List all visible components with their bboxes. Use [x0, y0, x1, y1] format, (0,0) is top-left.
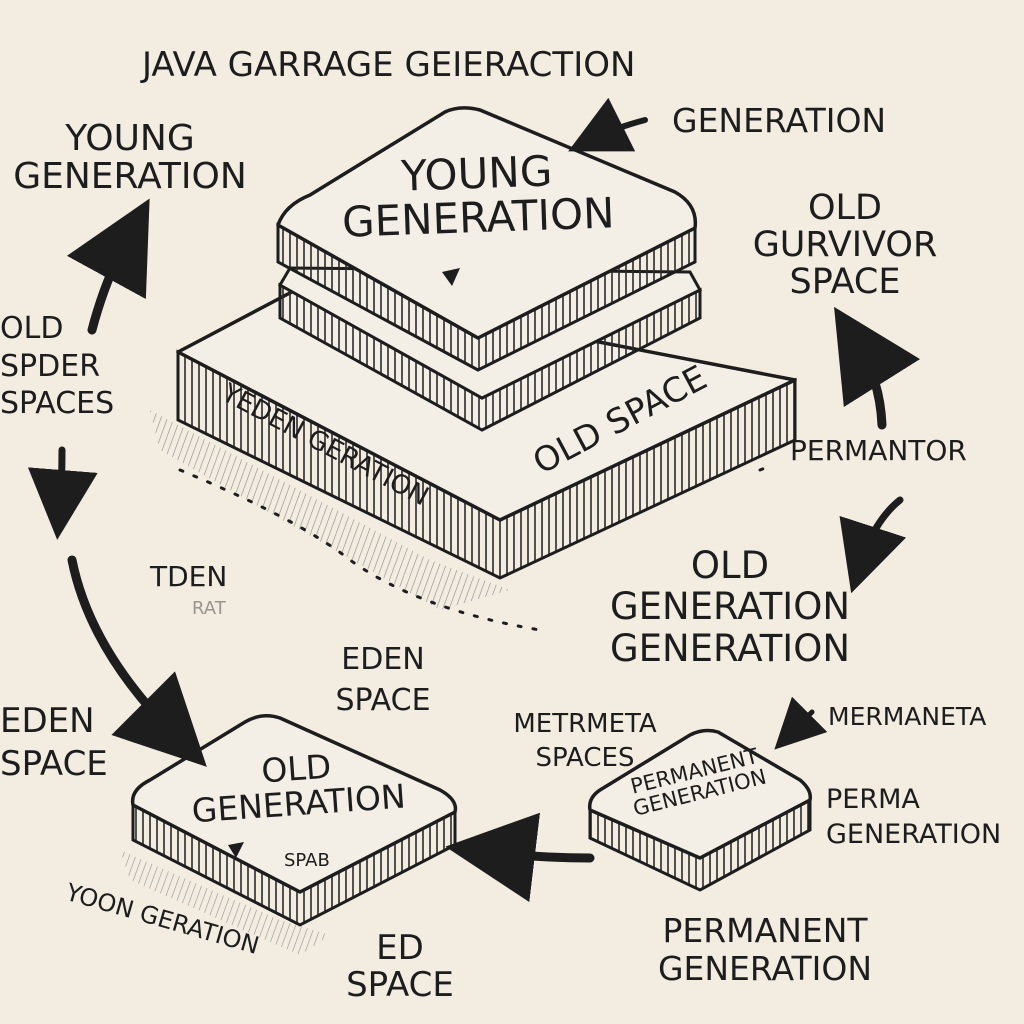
label-perma-generation: PERMA GENERATION: [826, 782, 1001, 852]
arrow-perm-to-old: [445, 812, 595, 903]
label-old-spder-line2: SPDER: [0, 348, 101, 384]
label-young-generation-left: YOUNG GENERATION: [0, 120, 260, 196]
label-metameta-line1: METRMETA: [513, 709, 657, 739]
top-slab-label-line2: GENERATION: [341, 188, 616, 247]
label-permanent-generation-bottom: PERMANENT GENERATION: [630, 912, 900, 988]
label-old-spder-line3: SPACES: [0, 386, 115, 421]
arrow-curve-right: [839, 496, 907, 594]
label-old-generation-big-line1: OLD: [690, 544, 770, 587]
label-old-survivor-space: OLD GURVIVOR SPACE: [730, 190, 960, 300]
label-old-spder-line1: OLD: [0, 311, 64, 346]
label-perma-line1: PERMA: [826, 784, 920, 815]
label-eden-space-left: EDEN SPACE: [0, 700, 108, 785]
old-gen-slab-sublabel: SPAB: [284, 850, 330, 871]
label-old-generation-big-line3: GENERATION: [609, 626, 851, 670]
label-eden-space-mid-line2: SPACE: [335, 682, 431, 718]
label-eden-space-left-line2: SPACE: [0, 743, 108, 784]
label-old-survivor-line2: GURVIVOR: [752, 224, 938, 265]
label-permanent-generation-bottom-line1: PERMANENT: [662, 911, 868, 950]
arrow-up-old-survivor: [834, 306, 921, 430]
label-eden-space-mid-line1: EDEN: [341, 642, 425, 677]
label-young-generation-left-line2: GENERATION: [13, 155, 247, 197]
label-metameta-spaces: METRMETA SPACES: [480, 708, 690, 776]
label-ed-space: ED SPACE: [330, 928, 470, 1006]
arrow-up-young-generation: [66, 198, 150, 335]
label-perma-line2: GENERATION: [826, 819, 1002, 851]
label-eden-space-left-line1: EDEN: [0, 701, 95, 741]
label-metameta-line2: SPACES: [535, 742, 635, 773]
label-permantor: PERMANTOR: [790, 434, 967, 467]
label-ed-space-line1: ED: [376, 928, 424, 968]
stack-shadow: [150, 410, 510, 610]
label-eden-space-mid: EDEN SPACE: [318, 640, 448, 721]
arrow-down-left: [27, 446, 98, 540]
diagram-title: JAVA GARRAGE GEIERACTION: [142, 45, 636, 85]
arrows: [27, 97, 921, 903]
label-old-generation-big: OLD GENERATION GENERATION: [565, 545, 895, 669]
arrow-to-perm-slab: [774, 696, 828, 750]
label-tden-faint: RAT: [192, 598, 226, 619]
old-gen-slab-mark: [228, 842, 244, 858]
label-old-survivor-line3: SPACE: [789, 261, 901, 302]
label-young-generation-left-line1: YOUNG: [65, 118, 195, 159]
label-old-generation-big-line2: GENERATION: [609, 585, 851, 629]
top-slab: [276, 106, 698, 372]
label-old-spder-spaces: OLD SPDER SPACES: [0, 310, 114, 423]
label-ed-space-line2: SPACE: [346, 965, 454, 1006]
label-top-right-generation: GENERATION: [672, 101, 887, 140]
label-old-survivor-line1: OLD: [808, 188, 882, 228]
top-slab-mark: [442, 268, 460, 286]
top-slab-label: YOUNG GENERATION: [304, 146, 652, 246]
perm-slab: [587, 728, 813, 892]
dotted-traces: [178, 464, 772, 632]
arrow-curve-to-old-gen: [67, 555, 207, 767]
label-tden: TDEN: [150, 560, 228, 593]
old-gen-slab: [120, 714, 458, 955]
label-mermaneta: MERMANETA: [828, 702, 987, 731]
arrow-to-top-generation: [568, 97, 648, 152]
label-permanent-generation-bottom-line2: GENERATION: [657, 948, 873, 988]
